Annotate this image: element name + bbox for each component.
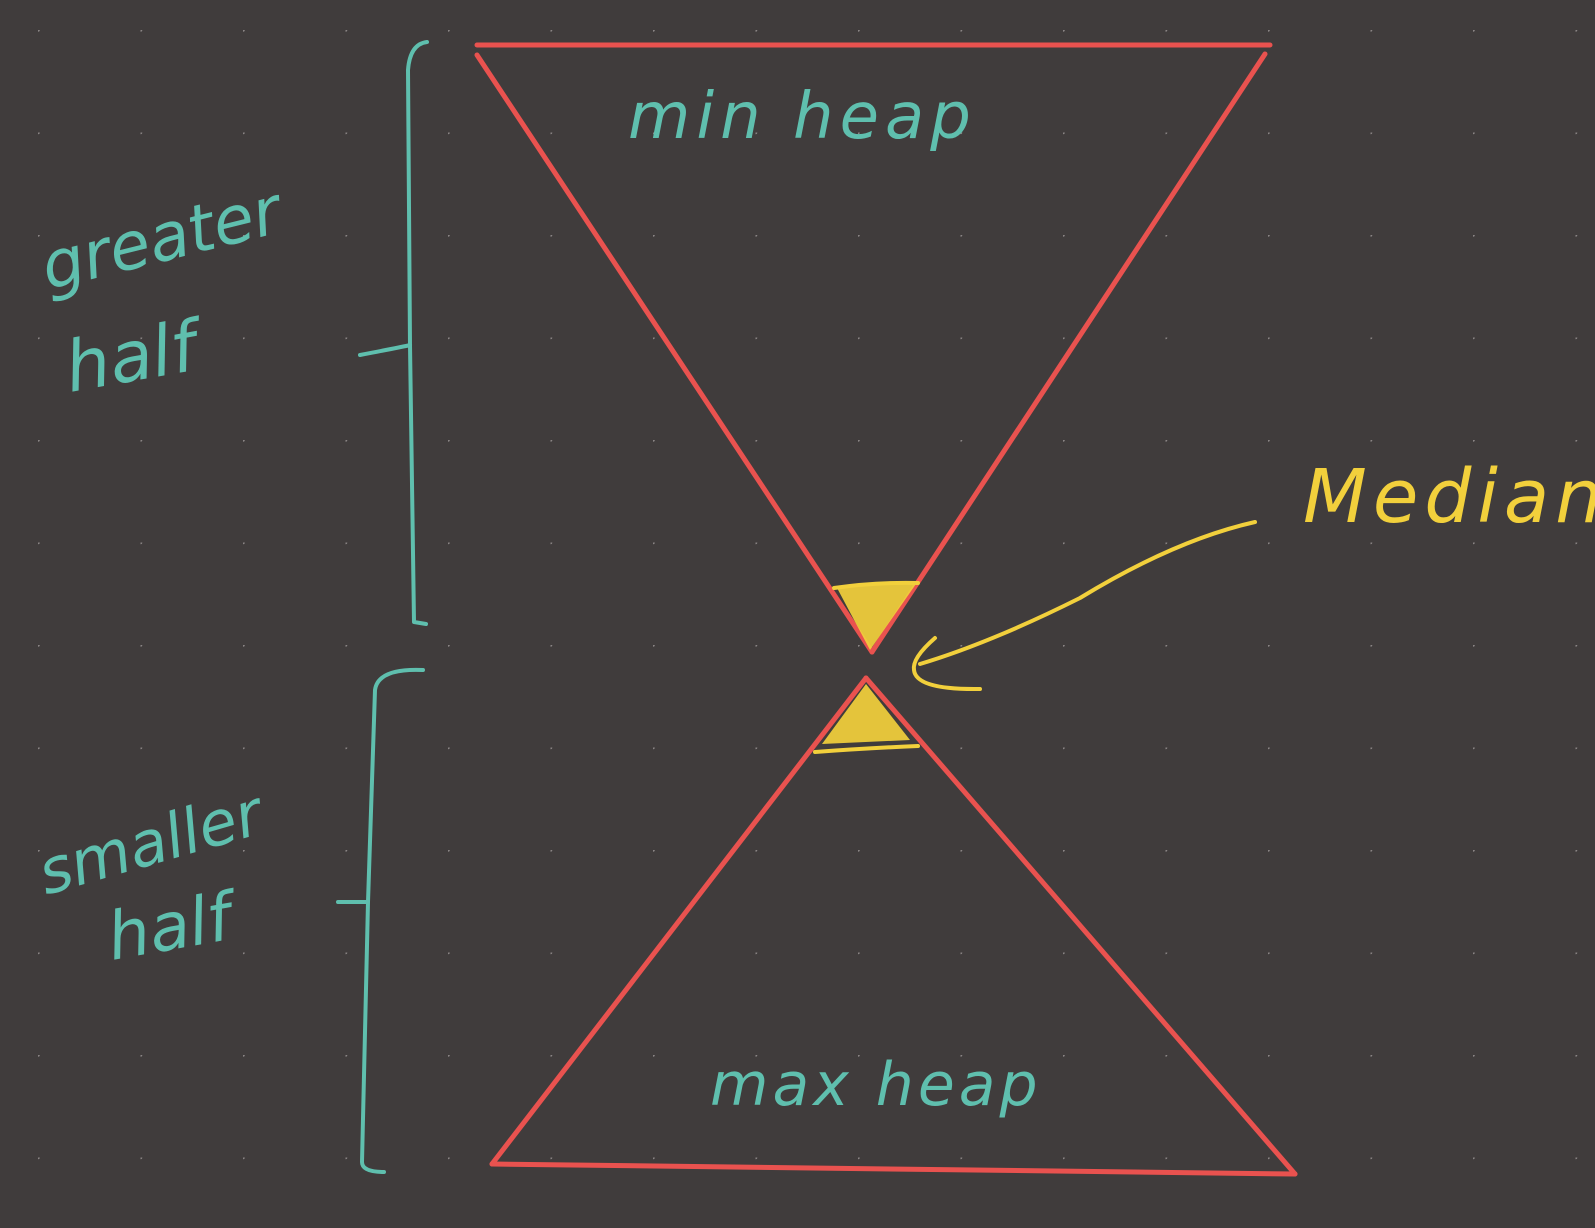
median-arrow — [911, 520, 1257, 692]
median-highlight — [813, 580, 920, 754]
min-heap-triangle — [474, 42, 1273, 655]
min-heap-label: min heap — [628, 80, 977, 154]
greater-half-brace — [358, 40, 429, 626]
max-heap-triangle — [489, 675, 1298, 1177]
smaller-half-brace — [336, 667, 425, 1174]
median-label: Median — [1303, 454, 1595, 540]
max-heap-label: max heap — [710, 1050, 1042, 1120]
